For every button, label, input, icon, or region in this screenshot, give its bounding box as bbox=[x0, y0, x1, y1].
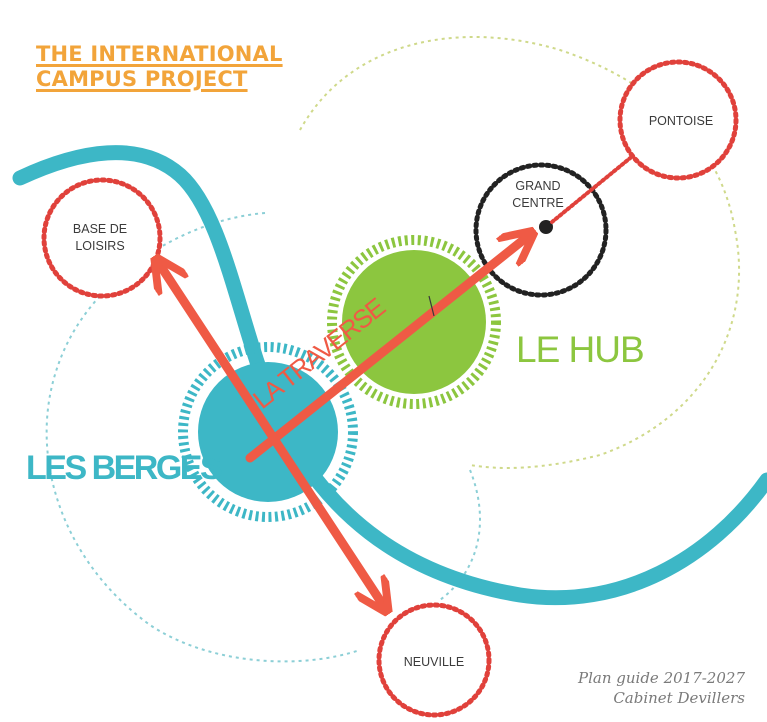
grand-centre-label-2: CENTRE bbox=[512, 196, 563, 210]
grand-centre-label-1: GRAND bbox=[515, 179, 560, 193]
title-line-1: THE INTERNATIONAL bbox=[36, 42, 283, 66]
neuville-label: NEUVILLE bbox=[404, 655, 464, 669]
caption-line-1: Plan guide 2017-2027 bbox=[578, 669, 745, 687]
berges-zone-outline bbox=[45, 212, 361, 663]
grand-centre-node: GRAND CENTRE bbox=[473, 162, 609, 298]
hub-tick-mark bbox=[428, 295, 435, 317]
pontoise-node: PONTOISE bbox=[550, 59, 739, 224]
base-de-loisirs-node: BASE DE LOISIRS bbox=[41, 177, 163, 299]
base-de-loisirs-label-1: BASE DE bbox=[73, 222, 127, 236]
page-title: THE INTERNATIONAL CAMPUS PROJECT bbox=[36, 42, 283, 92]
les-berges-label: LES BERGES bbox=[26, 449, 222, 487]
base-de-loisirs-label-2: LOISIRS bbox=[75, 239, 124, 253]
caption: Plan guide 2017-2027 Cabinet Devillers bbox=[578, 668, 745, 708]
pontoise-label: PONTOISE bbox=[649, 114, 713, 128]
arrow-base-de-loisirs-to-neuville bbox=[160, 265, 383, 605]
le-hub-label: LE HUB bbox=[516, 329, 644, 370]
caption-line-2: Cabinet Devillers bbox=[613, 689, 745, 707]
neuville-node: NEUVILLE bbox=[376, 602, 492, 718]
berges-zone-outline-inner bbox=[439, 469, 481, 601]
title-line-2: CAMPUS PROJECT bbox=[36, 67, 248, 91]
